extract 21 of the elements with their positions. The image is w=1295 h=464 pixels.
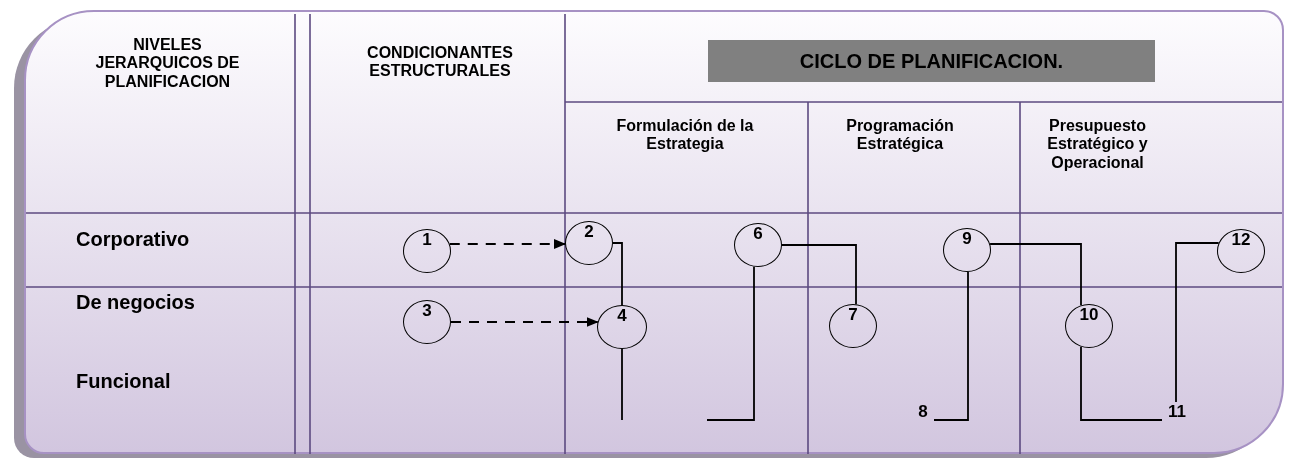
connector-line	[933, 271, 969, 421]
connector-line	[706, 265, 755, 421]
connector-line	[989, 243, 1082, 307]
arrow	[450, 317, 599, 327]
connector-line	[612, 242, 623, 306]
column-header: Formulación de la Estrategia	[615, 117, 755, 154]
arrow	[448, 239, 566, 249]
column-header: Presupuesto Estratégico y Operacional	[1046, 117, 1149, 173]
connector-line	[781, 244, 857, 306]
step-number: 8	[912, 402, 934, 424]
row-header: De negocios	[76, 291, 196, 314]
row-header: Funcional	[76, 370, 172, 393]
column-header: Programación Estratégica	[845, 117, 955, 154]
connector-line	[621, 348, 623, 421]
row-header: Corporativo	[76, 228, 191, 251]
title-box: CICLO DE PLANIFICACION.	[708, 40, 1155, 82]
column-header: NIVELES JERARQUICOS DE PLANIFICACION	[94, 36, 241, 92]
column-header: CONDICIONANTES ESTRUCTURALES	[366, 44, 514, 81]
connector-line	[1175, 242, 1220, 403]
connector-line	[1080, 345, 1163, 421]
step-number: 11	[1162, 402, 1192, 424]
